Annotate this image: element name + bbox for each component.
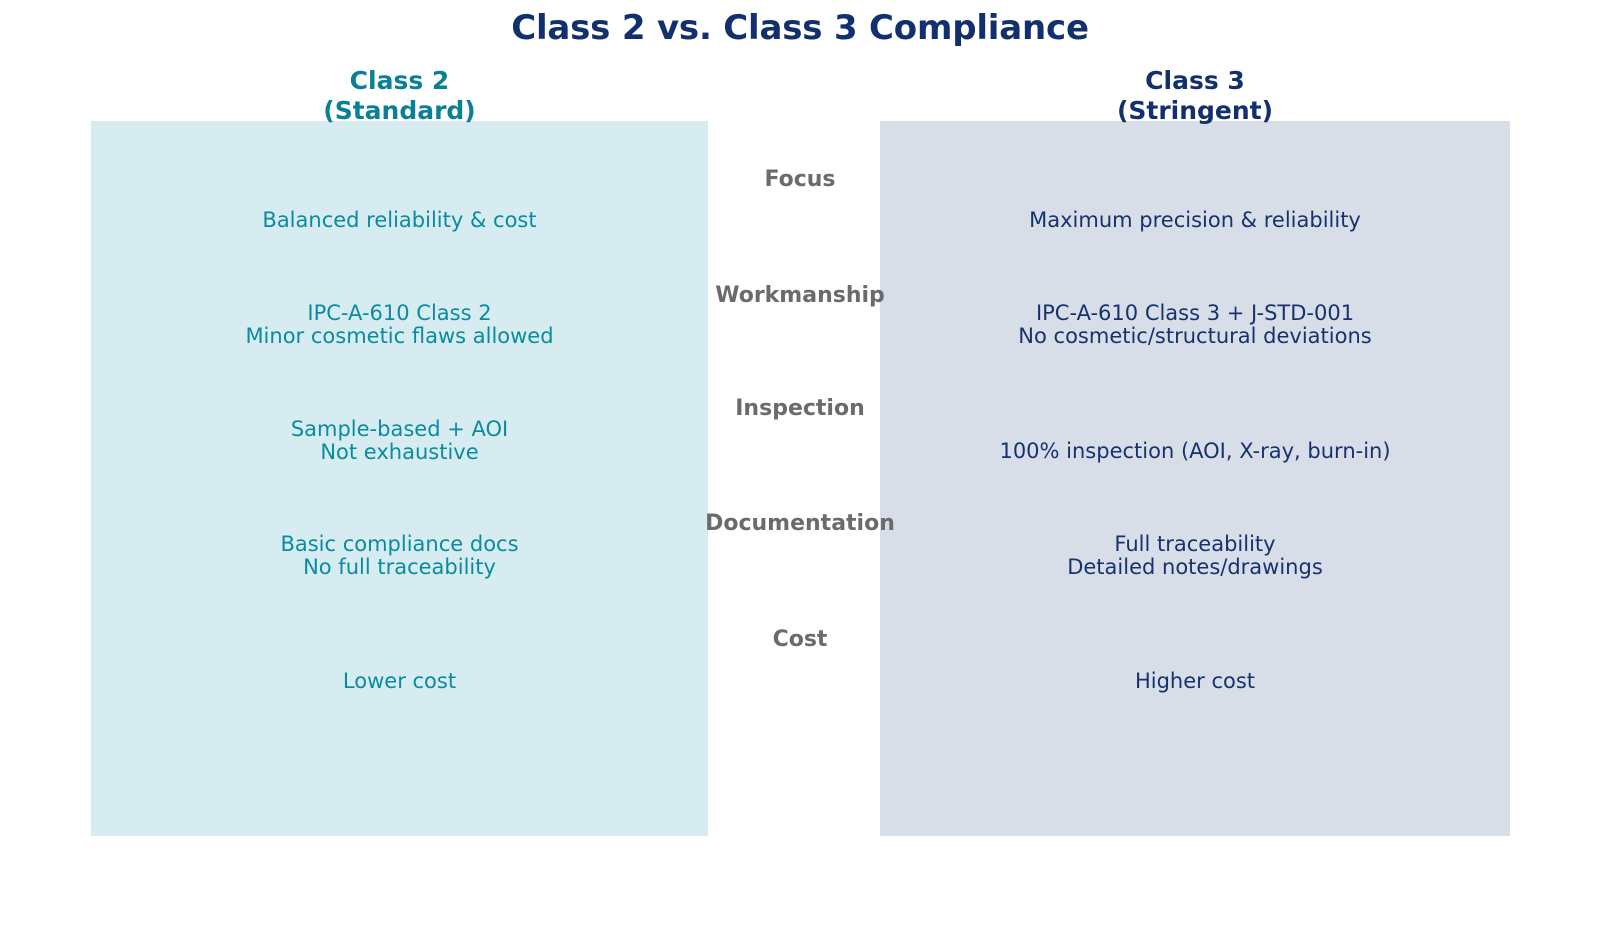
class3-column-qualifier: (Stringent) <box>1116 96 1274 125</box>
row-label-focus: Focus <box>764 167 836 192</box>
class2-panel <box>91 121 708 836</box>
cell-class3-documentation: Full traceability Detailed notes/drawing… <box>1067 532 1323 579</box>
row-label-inspection: Inspection <box>735 396 865 421</box>
row-label-documentation: Documentation <box>705 511 895 536</box>
cell-class2-inspection: Sample-based + AOI Not exhaustive <box>290 417 509 464</box>
row-label-cost: Cost <box>772 627 828 652</box>
class2-column-qualifier: (Standard) <box>323 96 476 125</box>
cell-class3-focus: Maximum precision & reliability <box>1029 208 1361 232</box>
class3-column-name: Class 3 <box>1145 66 1245 95</box>
cell-class2-cost: Lower cost <box>342 669 457 693</box>
cell-class3-cost: Higher cost <box>1134 669 1256 693</box>
cell-class2-documentation: Basic compliance docs No full traceabili… <box>280 532 519 579</box>
class2-column-header: Class 2 (Standard) <box>91 66 708 126</box>
center-label-band <box>708 121 880 836</box>
cell-class3-workmanship: IPC-A-610 Class 3 + J-STD-001 No cosmeti… <box>1018 301 1372 348</box>
row-label-workmanship: Workmanship <box>715 283 885 308</box>
page-title: Class 2 vs. Class 3 Compliance <box>511 8 1089 48</box>
class3-panel <box>880 121 1510 836</box>
class3-column-header: Class 3 (Stringent) <box>880 66 1510 126</box>
class2-column-name: Class 2 <box>349 66 450 95</box>
cell-class2-focus: Balanced reliability & cost <box>262 208 537 232</box>
cell-class2-workmanship: IPC-A-610 Class 2 Minor cosmetic flaws a… <box>245 301 554 348</box>
cell-class3-inspection: 100% inspection (AOI, X-ray, burn-in) <box>999 439 1391 463</box>
